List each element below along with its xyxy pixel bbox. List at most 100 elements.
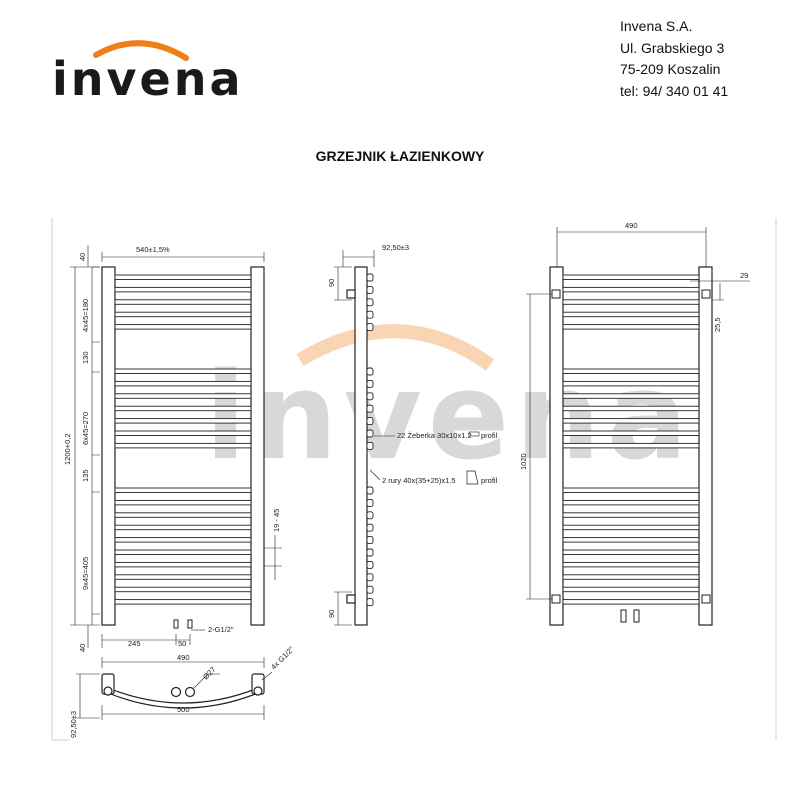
front-rung [114, 380, 252, 387]
side-rib [366, 417, 374, 426]
company-address: Invena S.A. Ul. Grabskiego 3 75-209 Kosz… [620, 16, 728, 102]
top-depth-dim [76, 673, 100, 719]
side-rib [366, 498, 374, 507]
top-view: 490 500 92,50±3 Ø27 4x G1/2" [69, 644, 296, 738]
side-rib [366, 560, 374, 569]
back-rung [562, 380, 700, 387]
back-rung [562, 586, 700, 593]
top-outer-dim [101, 705, 265, 720]
side-rib [366, 273, 374, 282]
side-rib [366, 285, 374, 294]
back-brackets [551, 289, 711, 623]
back-right-tube [698, 266, 713, 626]
side-rib [366, 548, 374, 557]
front-seg2-label: 6x45=270 [81, 412, 90, 445]
front-bottom-offset-label: 40 [78, 644, 87, 652]
front-gap1-label: 130 [81, 351, 90, 364]
back-rung [562, 311, 700, 318]
side-depth-label: 92,50±3 [382, 243, 409, 252]
back-rung [562, 324, 700, 330]
back-rung [562, 512, 700, 518]
back-view: 490 29 25,5 1020 [519, 221, 750, 626]
side-tube [354, 266, 368, 626]
back-rung [562, 549, 700, 555]
front-bracket-label: 19 - 45 [272, 509, 281, 532]
front-rung [114, 311, 252, 318]
back-dimension-lines [526, 227, 750, 600]
side-ribs-profile: profil [481, 431, 498, 440]
side-rib [366, 511, 374, 520]
front-rung [114, 418, 252, 424]
front-rung [114, 524, 252, 531]
top-connection-right [184, 686, 196, 698]
front-rung [114, 274, 252, 280]
front-rung [114, 499, 252, 506]
drawing-title: GRZEJNIK ŁAZIENKOWY [315, 148, 485, 164]
front-rung [114, 586, 252, 593]
back-rung [562, 487, 700, 493]
top-inner-dim [101, 657, 265, 668]
back-rung [562, 418, 700, 424]
front-width-label: 540±1,5% [136, 245, 170, 254]
front-left-tube [101, 266, 116, 626]
front-dimension-lines [70, 245, 282, 648]
front-rung [114, 405, 252, 412]
front-seg1-label: 4x45=180 [81, 299, 90, 332]
back-rung [562, 442, 700, 449]
company-phone: tel: 94/ 340 01 41 [620, 82, 729, 99]
side-rib [366, 323, 374, 332]
side-rib [366, 367, 374, 376]
front-rung [114, 430, 252, 436]
top-depth-label: 92,50±3 [69, 711, 78, 738]
back-rung [562, 574, 700, 580]
back-rung [562, 368, 700, 374]
side-rib [366, 392, 374, 401]
front-rung [114, 487, 252, 493]
side-bottom-label: 90 [327, 610, 336, 618]
front-height-label: 1200+0,2 [63, 434, 72, 466]
front-rung [114, 574, 252, 580]
back-rung [562, 286, 700, 293]
company-city: 75-209 Koszalin [620, 61, 721, 77]
back-rung [562, 499, 700, 506]
tube-profile-icon [466, 470, 479, 485]
front-rung [114, 537, 252, 543]
sheet-frame [51, 218, 777, 741]
back-offset-right-label: 29 [740, 271, 748, 280]
back-rungs [562, 274, 700, 605]
side-rib [366, 379, 374, 388]
front-connections [173, 619, 193, 629]
front-right-tube [250, 266, 265, 626]
side-rib [366, 298, 374, 307]
rib-profile-icon [468, 431, 480, 437]
front-gap2-label: 135 [81, 469, 90, 482]
back-rung [562, 274, 700, 280]
front-rung [114, 324, 252, 330]
top-diameter-label: Ø27 [201, 665, 217, 681]
back-rung [562, 599, 700, 605]
back-width-label: 490 [625, 221, 638, 230]
side-rib [366, 523, 374, 532]
back-rung [562, 524, 700, 531]
front-rung [114, 442, 252, 449]
side-view: 92,50±3 90 90 22 Żeberka 30x10x1.2 profi… [327, 243, 498, 626]
front-conn-spacing-label: 50 [178, 639, 186, 648]
top-connection-left [170, 686, 182, 698]
back-rung [562, 405, 700, 412]
side-rib [366, 573, 374, 582]
side-rib [366, 585, 374, 594]
back-rung [562, 537, 700, 543]
front-rung [114, 512, 252, 518]
front-seg3-label: 9x45=405 [81, 557, 90, 590]
back-offset-top-label: 25,5 [713, 317, 722, 332]
side-rib [366, 486, 374, 495]
side-tubes-profile: profil [481, 476, 498, 485]
top-outer-width-label: 500 [177, 705, 190, 714]
back-left-tube [549, 266, 564, 626]
front-rung [114, 368, 252, 374]
side-rib [366, 429, 374, 438]
top-thread-label: 4x G1/2" [269, 644, 296, 671]
front-connection-label: 2-G1/2" [208, 625, 234, 634]
back-rung [562, 561, 700, 568]
